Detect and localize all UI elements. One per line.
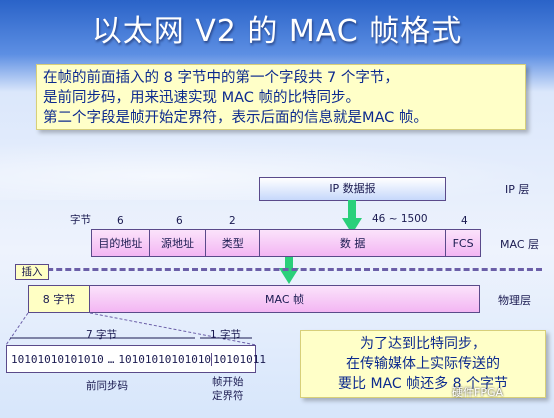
intro-note: 在帧的前面插入的 8 字节中的第一个字段共 7 个字节， 是前同步码，用来迅速实… xyxy=(36,64,526,130)
dest-size: 6 xyxy=(117,215,124,227)
mac-frame-block: MAC 帧 xyxy=(90,285,480,313)
intro-line-3: 第二个字段是帧开始定界符，表示后面的信息就是MAC 帧。 xyxy=(43,110,428,126)
sfd-bits: 10101011 xyxy=(211,352,267,366)
ip-layer-label: IP 层 xyxy=(505,183,530,196)
preamble-bits: 10101010101010 xyxy=(11,352,104,366)
note-line-3: 要比 MAC 帧还多 8 个字节 xyxy=(338,376,508,392)
intro-line-1: 在帧的前面插入的 8 字节中的第一个字段共 7 个字节， xyxy=(43,70,399,86)
preamble-bytes-label: 7 字节 xyxy=(86,329,118,341)
physical-frame: 8 字节 MAC 帧 xyxy=(28,285,480,313)
field-fcs: FCS xyxy=(452,236,474,250)
physical-layer-label: 物理层 xyxy=(498,294,531,307)
sync-note: 为了达到比特同步， 在传输媒体上实际传送的 要比 MAC 帧还多 8 个字节 xyxy=(300,330,546,398)
slide-title: 以太网 V2 的 MAC 帧格式 xyxy=(91,14,463,49)
data-size: 46 ~ 1500 xyxy=(372,213,428,225)
down-arrow-icon xyxy=(279,256,299,284)
preamble-name: 前同步码 xyxy=(86,380,128,392)
sfd-bytes-label: 1 字节 xyxy=(210,329,242,341)
down-arrow-icon xyxy=(342,200,362,234)
ip-datagram-box: IP 数据报 xyxy=(259,177,446,201)
insert-tag: 插入 xyxy=(15,264,49,280)
preamble-bits-end: 10101010101010 xyxy=(118,352,212,366)
src-size: 6 xyxy=(176,215,183,227)
note-line-2: 在传输媒体上实际传送的 xyxy=(346,356,500,372)
note-line-1: 为了达到比特同步， xyxy=(360,336,486,352)
mac-frame-structure: 目的地址 源地址 类型 数 据 FCS xyxy=(91,229,481,257)
field-dest-addr: 目的地址 xyxy=(92,230,150,256)
preamble-block: 8 字节 xyxy=(28,285,90,313)
sfd-name-line1: 帧开始 xyxy=(212,376,244,388)
mac-layer-label: MAC 层 xyxy=(500,238,539,251)
layer-divider xyxy=(20,268,542,271)
expansion-lines xyxy=(5,312,257,346)
intro-line-2: 是前同步码，用来迅速实现 MAC 帧的比特同步。 xyxy=(43,90,361,106)
watermark: 硬件FPGA xyxy=(452,386,504,399)
fcs-size: 4 xyxy=(461,215,468,227)
type-size: 2 xyxy=(229,215,236,227)
field-src-addr: 源地址 xyxy=(150,230,207,256)
field-data: 数 据 xyxy=(260,230,447,256)
ellipsis: … xyxy=(107,352,115,366)
bit-sequence: 10101010101010 … 10101010101010 10101011 xyxy=(6,345,266,373)
sfd-name-line2: 定界符 xyxy=(212,390,244,402)
bytes-caption: 字节 xyxy=(70,214,91,226)
field-type: 类型 xyxy=(206,230,261,256)
